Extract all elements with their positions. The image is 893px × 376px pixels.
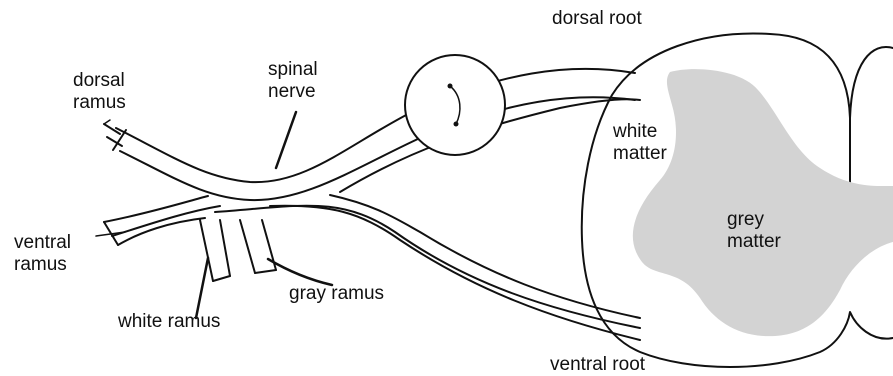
label-spinal-nerve: spinal nerve xyxy=(268,59,318,103)
ganglion-neuron-cell-bottom xyxy=(454,122,459,127)
label-ventral-root: ventral root xyxy=(550,354,645,376)
white-ramus-right-edge xyxy=(220,220,230,276)
dorsal-ramus-leader xyxy=(104,120,110,124)
label-white-ramus: white ramus xyxy=(118,311,220,333)
ventral-root-outer xyxy=(215,206,640,328)
spinal-nerve-leader xyxy=(276,112,296,168)
label-ventral-ramus: ventral ramus xyxy=(14,232,71,276)
label-grey-matter: grey matter xyxy=(727,209,781,253)
grey-matter-region xyxy=(633,69,893,336)
label-white-matter: white matter xyxy=(613,121,667,165)
white-ramus-bottom xyxy=(213,276,230,281)
label-gray-ramus: gray ramus xyxy=(289,283,384,305)
ventral-ramus-upper xyxy=(104,196,208,222)
dorsal-root-outer xyxy=(116,69,635,182)
label-dorsal-ramus: dorsal ramus xyxy=(73,70,126,114)
ventral-ramus-inner xyxy=(112,206,220,236)
label-dorsal-root: dorsal root xyxy=(552,8,642,30)
gray-ramus-leader xyxy=(268,259,332,285)
gray-ramus-left-edge xyxy=(240,220,255,273)
ganglion-neuron-cell-top xyxy=(448,84,453,89)
gray-ramus-bottom xyxy=(255,270,276,273)
dorsal-root-inner xyxy=(120,97,635,200)
white-ramus-leader xyxy=(196,258,208,318)
ventral-ramus-lower xyxy=(118,218,205,245)
dorsal-root-ganglion xyxy=(405,55,505,155)
